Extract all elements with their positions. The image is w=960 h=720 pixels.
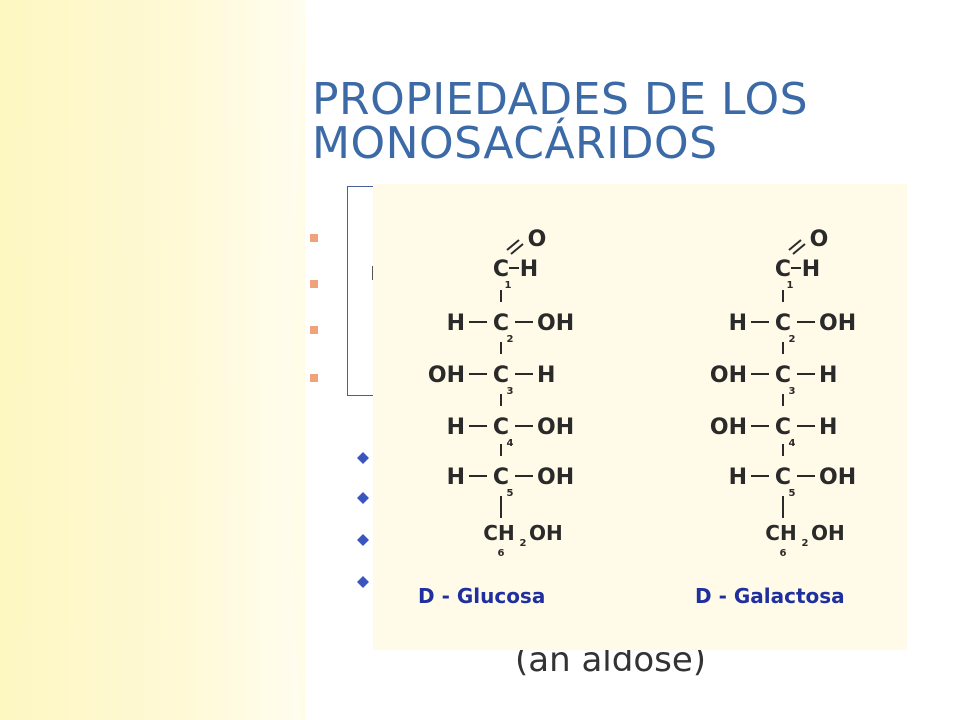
aldehyde-oxygen: O bbox=[528, 227, 547, 252]
carbon-5: C bbox=[493, 465, 509, 490]
background-curve bbox=[290, 0, 305, 720]
right-substituent: H bbox=[819, 363, 837, 388]
diamond-bullet-icon bbox=[357, 534, 369, 546]
double-bond bbox=[792, 243, 806, 255]
carbon-6-group: CH bbox=[483, 521, 514, 545]
galactose-label: D - Galactosa bbox=[695, 584, 845, 608]
bullet-marker bbox=[310, 326, 318, 334]
left-substituent: OH bbox=[710, 415, 747, 440]
carbon-2: C bbox=[493, 311, 509, 336]
bullet-marker bbox=[310, 374, 318, 382]
carbon-2: C bbox=[775, 311, 791, 336]
carbon-6-group: CH bbox=[765, 521, 796, 545]
carbon-index: 5 bbox=[507, 488, 514, 499]
carbon-index: 3 bbox=[789, 386, 796, 397]
carbon-index: 1 bbox=[787, 280, 794, 291]
carbon-index: 5 bbox=[789, 488, 796, 499]
carbon-4: C bbox=[493, 415, 509, 440]
glucose-label: D - Glucosa bbox=[418, 584, 546, 608]
aldehyde-oxygen: O bbox=[810, 227, 829, 252]
right-substituent: OH bbox=[819, 465, 856, 490]
right-substituent: H bbox=[819, 415, 837, 440]
carbon-1: C bbox=[493, 257, 509, 282]
left-substituent: OH bbox=[428, 363, 465, 388]
hydroxyl-group: OH bbox=[529, 521, 563, 545]
aldehyde-hydrogen: H bbox=[802, 257, 820, 282]
carbon-index: 6 bbox=[498, 548, 505, 559]
double-bond bbox=[510, 243, 524, 255]
bullet-marker bbox=[310, 234, 318, 242]
right-substituent: OH bbox=[537, 311, 574, 336]
slide-title: PROPIEDADES DE LOS MONOSACÁRIDOS bbox=[312, 78, 932, 166]
carbon-index: 1 bbox=[505, 280, 512, 291]
carbon-3: C bbox=[493, 363, 509, 388]
title-line-2: MONOSACÁRIDOS bbox=[312, 118, 718, 169]
diamond-bullet-icon bbox=[357, 492, 369, 504]
left-substituent: OH bbox=[710, 363, 747, 388]
carbon-4: C bbox=[775, 415, 791, 440]
right-substituent: H bbox=[537, 363, 555, 388]
hydroxyl-group: OH bbox=[811, 521, 845, 545]
carbon-index: 3 bbox=[507, 386, 514, 397]
hydrogen-count: 2 bbox=[520, 538, 527, 549]
carbon-5: C bbox=[775, 465, 791, 490]
background-band bbox=[0, 0, 305, 720]
left-substituent: H bbox=[447, 415, 465, 440]
left-substituent: H bbox=[447, 465, 465, 490]
carbon-index: 2 bbox=[789, 334, 796, 345]
diamond-bullet-icon bbox=[357, 576, 369, 588]
bracket-line bbox=[347, 395, 375, 396]
diamond-bullet-icon bbox=[357, 452, 369, 464]
right-substituent: OH bbox=[819, 311, 856, 336]
carbon-index: 2 bbox=[507, 334, 514, 345]
bullet-marker bbox=[310, 280, 318, 288]
left-substituent: H bbox=[447, 311, 465, 336]
aldehyde-hydrogen: H bbox=[520, 257, 538, 282]
right-substituent: OH bbox=[537, 415, 574, 440]
carbon-index: 4 bbox=[507, 438, 514, 449]
carbon-index: 6 bbox=[780, 548, 787, 559]
hydrogen-count: 2 bbox=[802, 538, 809, 549]
bracket-line bbox=[347, 186, 375, 187]
right-substituent: OH bbox=[537, 465, 574, 490]
bracket-line bbox=[347, 186, 348, 396]
left-substituent: H bbox=[729, 311, 747, 336]
title-line-1: PROPIEDADES DE LOS bbox=[312, 74, 809, 125]
carbon-index: 4 bbox=[789, 438, 796, 449]
left-substituent: H bbox=[729, 465, 747, 490]
double-bond bbox=[506, 239, 520, 251]
double-bond bbox=[788, 239, 802, 251]
carbon-3: C bbox=[775, 363, 791, 388]
carbon-1: C bbox=[775, 257, 791, 282]
